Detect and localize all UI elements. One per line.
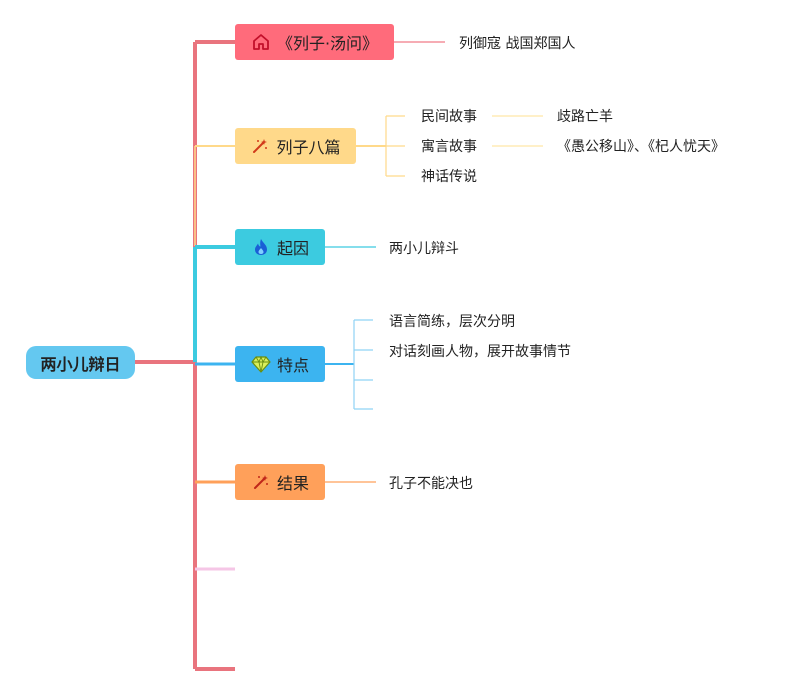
branch-label: 列子八篇 [276, 138, 341, 157]
leaf-bracket-2 [385, 115, 405, 177]
magic-wand-icon [253, 139, 268, 153]
leaf-author[interactable]: 列御寇 战国郑国人 [459, 36, 576, 52]
flame-icon [254, 239, 267, 255]
leaf-qilu-wangyang[interactable]: 歧路亡羊 [557, 109, 613, 125]
branch-node-liezi-tangwen[interactable]: 《列子·汤问》 [235, 24, 394, 60]
leaf-dialogue-characters[interactable]: 对话刻画人物，展开故事情节 [389, 344, 571, 360]
branch-node-cause[interactable]: 起因 [235, 229, 325, 265]
branch-node-liezi-bapian[interactable]: 列子八篇 [235, 128, 356, 164]
leaf-confucius-undecided[interactable]: 孔子不能决也 [389, 476, 473, 492]
leaf-dispute[interactable]: 两小儿辩斗 [389, 241, 459, 257]
leaf-concise-language[interactable]: 语言简练，层次分明 [389, 314, 515, 330]
root-label: 两小儿辩日 [40, 354, 121, 374]
branch-label: 起因 [276, 239, 309, 258]
house-icon [253, 34, 269, 50]
leaf-bracket-4 [353, 319, 373, 410]
branch-label: 《列子·汤问》 [276, 34, 379, 53]
branch-label: 特点 [276, 356, 309, 375]
leaf-fable-examples[interactable]: 《愚公移山》、《杞人忧天》 [557, 139, 725, 155]
leaf-fable[interactable]: 寓言故事 [421, 139, 477, 155]
root-node[interactable]: 两小儿辩日 [26, 346, 135, 379]
diamond-icon [251, 355, 271, 373]
branch-node-result[interactable]: 结果 [235, 464, 325, 500]
branch-label: 结果 [276, 474, 309, 493]
leaf-folk-story[interactable]: 民间故事 [421, 109, 477, 125]
magic-wand-icon [253, 475, 268, 489]
leaf-myth[interactable]: 神话传说 [421, 169, 477, 185]
branch-node-features[interactable]: 特点 [235, 346, 325, 382]
